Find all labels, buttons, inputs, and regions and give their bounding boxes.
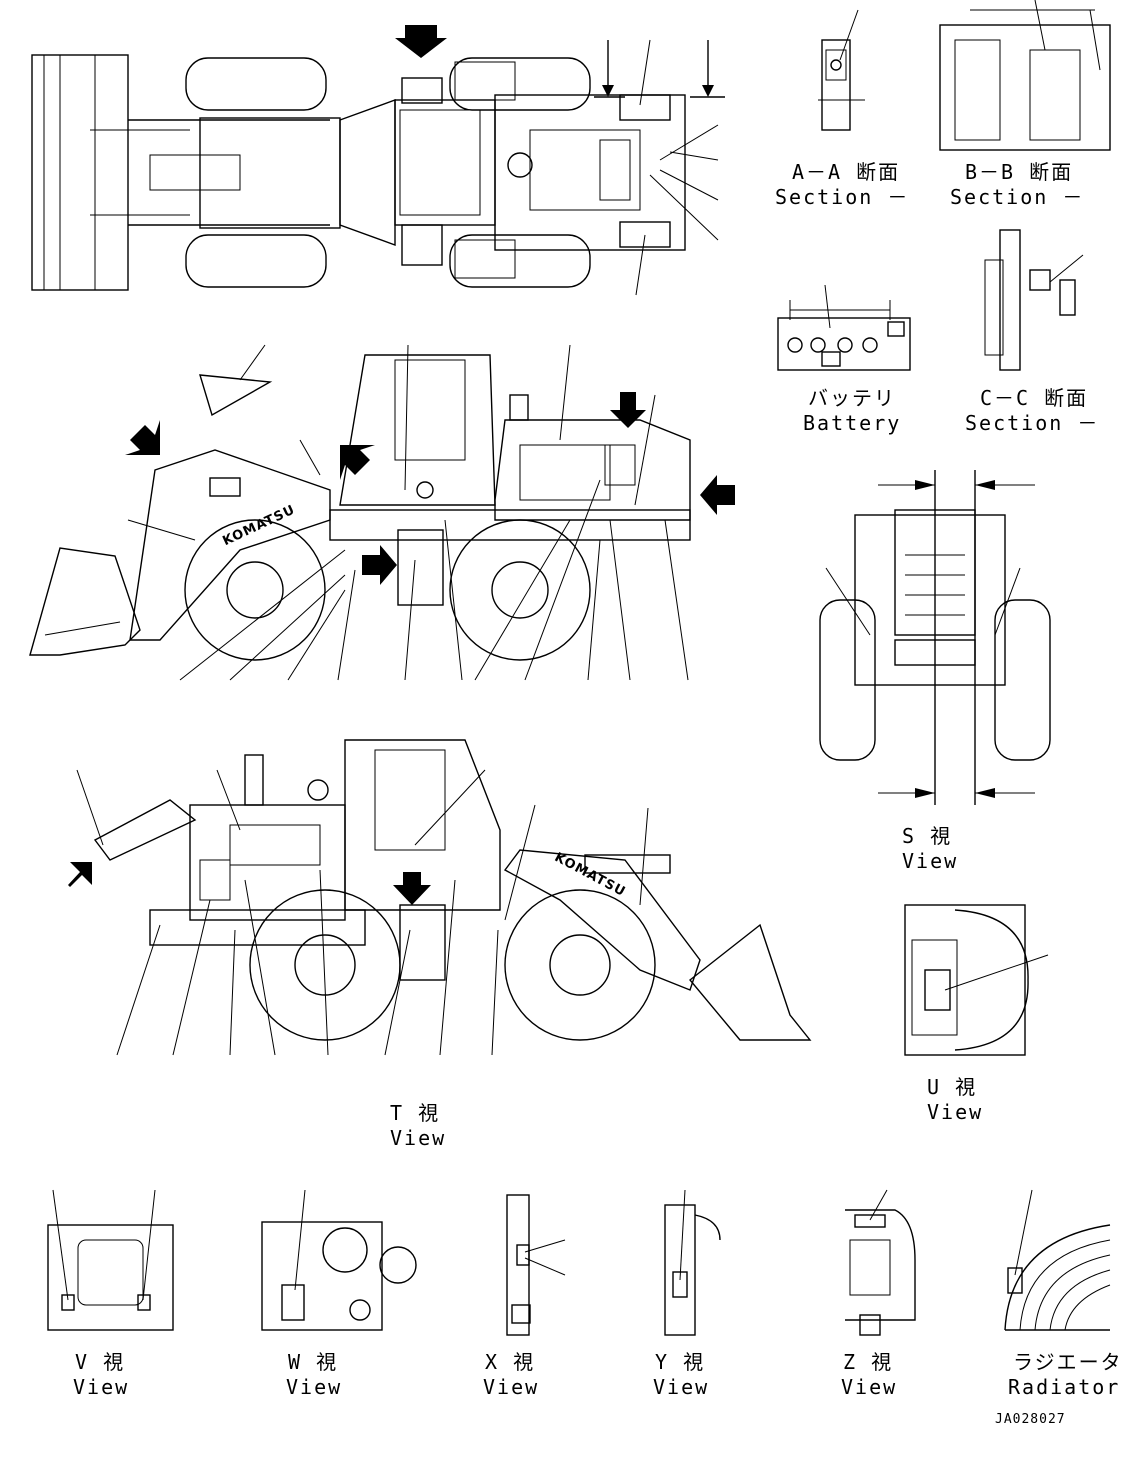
drawing-code: JA028027 (995, 1412, 1066, 1427)
brand-label-left: KOMATSU (220, 502, 297, 549)
section-aa-title: A－A 断面 (792, 160, 901, 184)
s-view-subtitle: View (902, 849, 959, 873)
u-view-title: U 視 (927, 1075, 978, 1099)
s-view-title: S 視 (902, 824, 953, 848)
section-bb-subtitle: Section － (950, 185, 1085, 209)
side-view-left: KOMATSU (29, 344, 735, 681)
w-view-subtitle: View (286, 1375, 343, 1399)
s-view-drawing (819, 470, 1051, 805)
v-view-drawing (47, 1189, 174, 1331)
battery-subtitle: Battery (803, 411, 902, 435)
radiator-drawing (1004, 1189, 1111, 1331)
section-aa-subtitle: Section － (775, 185, 910, 209)
section-bb-title: B－B 断面 (965, 160, 1074, 184)
x-view-drawing (506, 1194, 566, 1336)
section-aa-drawing (818, 9, 865, 131)
w-view-drawing (261, 1189, 417, 1331)
y-view-subtitle: View (653, 1375, 710, 1399)
x-view-title: X 視 (485, 1350, 536, 1374)
v-view-title: V 視 (75, 1350, 126, 1374)
battery-drawing (777, 284, 911, 371)
x-view-subtitle: View (483, 1375, 540, 1399)
u-view-drawing (904, 904, 1049, 1056)
u-view-subtitle: View (927, 1100, 984, 1124)
t-view-title: T 視 (390, 1101, 441, 1125)
z-view-title: Z 視 (843, 1350, 894, 1374)
y-view-drawing (664, 1189, 721, 1336)
y-view-title: Y 視 (655, 1350, 706, 1374)
side-view-right: KOMATSU (68, 739, 812, 1056)
w-view-title: W 視 (288, 1350, 339, 1374)
section-cc-title: C－C 断面 (980, 386, 1089, 410)
section-cc-drawing (984, 229, 1084, 371)
z-view-subtitle: View (841, 1375, 898, 1399)
radiator-title: ラジエータ (1013, 1350, 1123, 1374)
v-view-subtitle: View (73, 1375, 130, 1399)
top-plan-view (31, 25, 725, 296)
z-view-drawing (845, 1189, 916, 1336)
t-view-subtitle: View (390, 1126, 447, 1150)
section-bb-drawing (939, 0, 1111, 151)
section-cc-subtitle: Section － (965, 411, 1100, 435)
radiator-subtitle: Radiator (1008, 1375, 1121, 1399)
battery-title: バッテリ (808, 386, 896, 410)
